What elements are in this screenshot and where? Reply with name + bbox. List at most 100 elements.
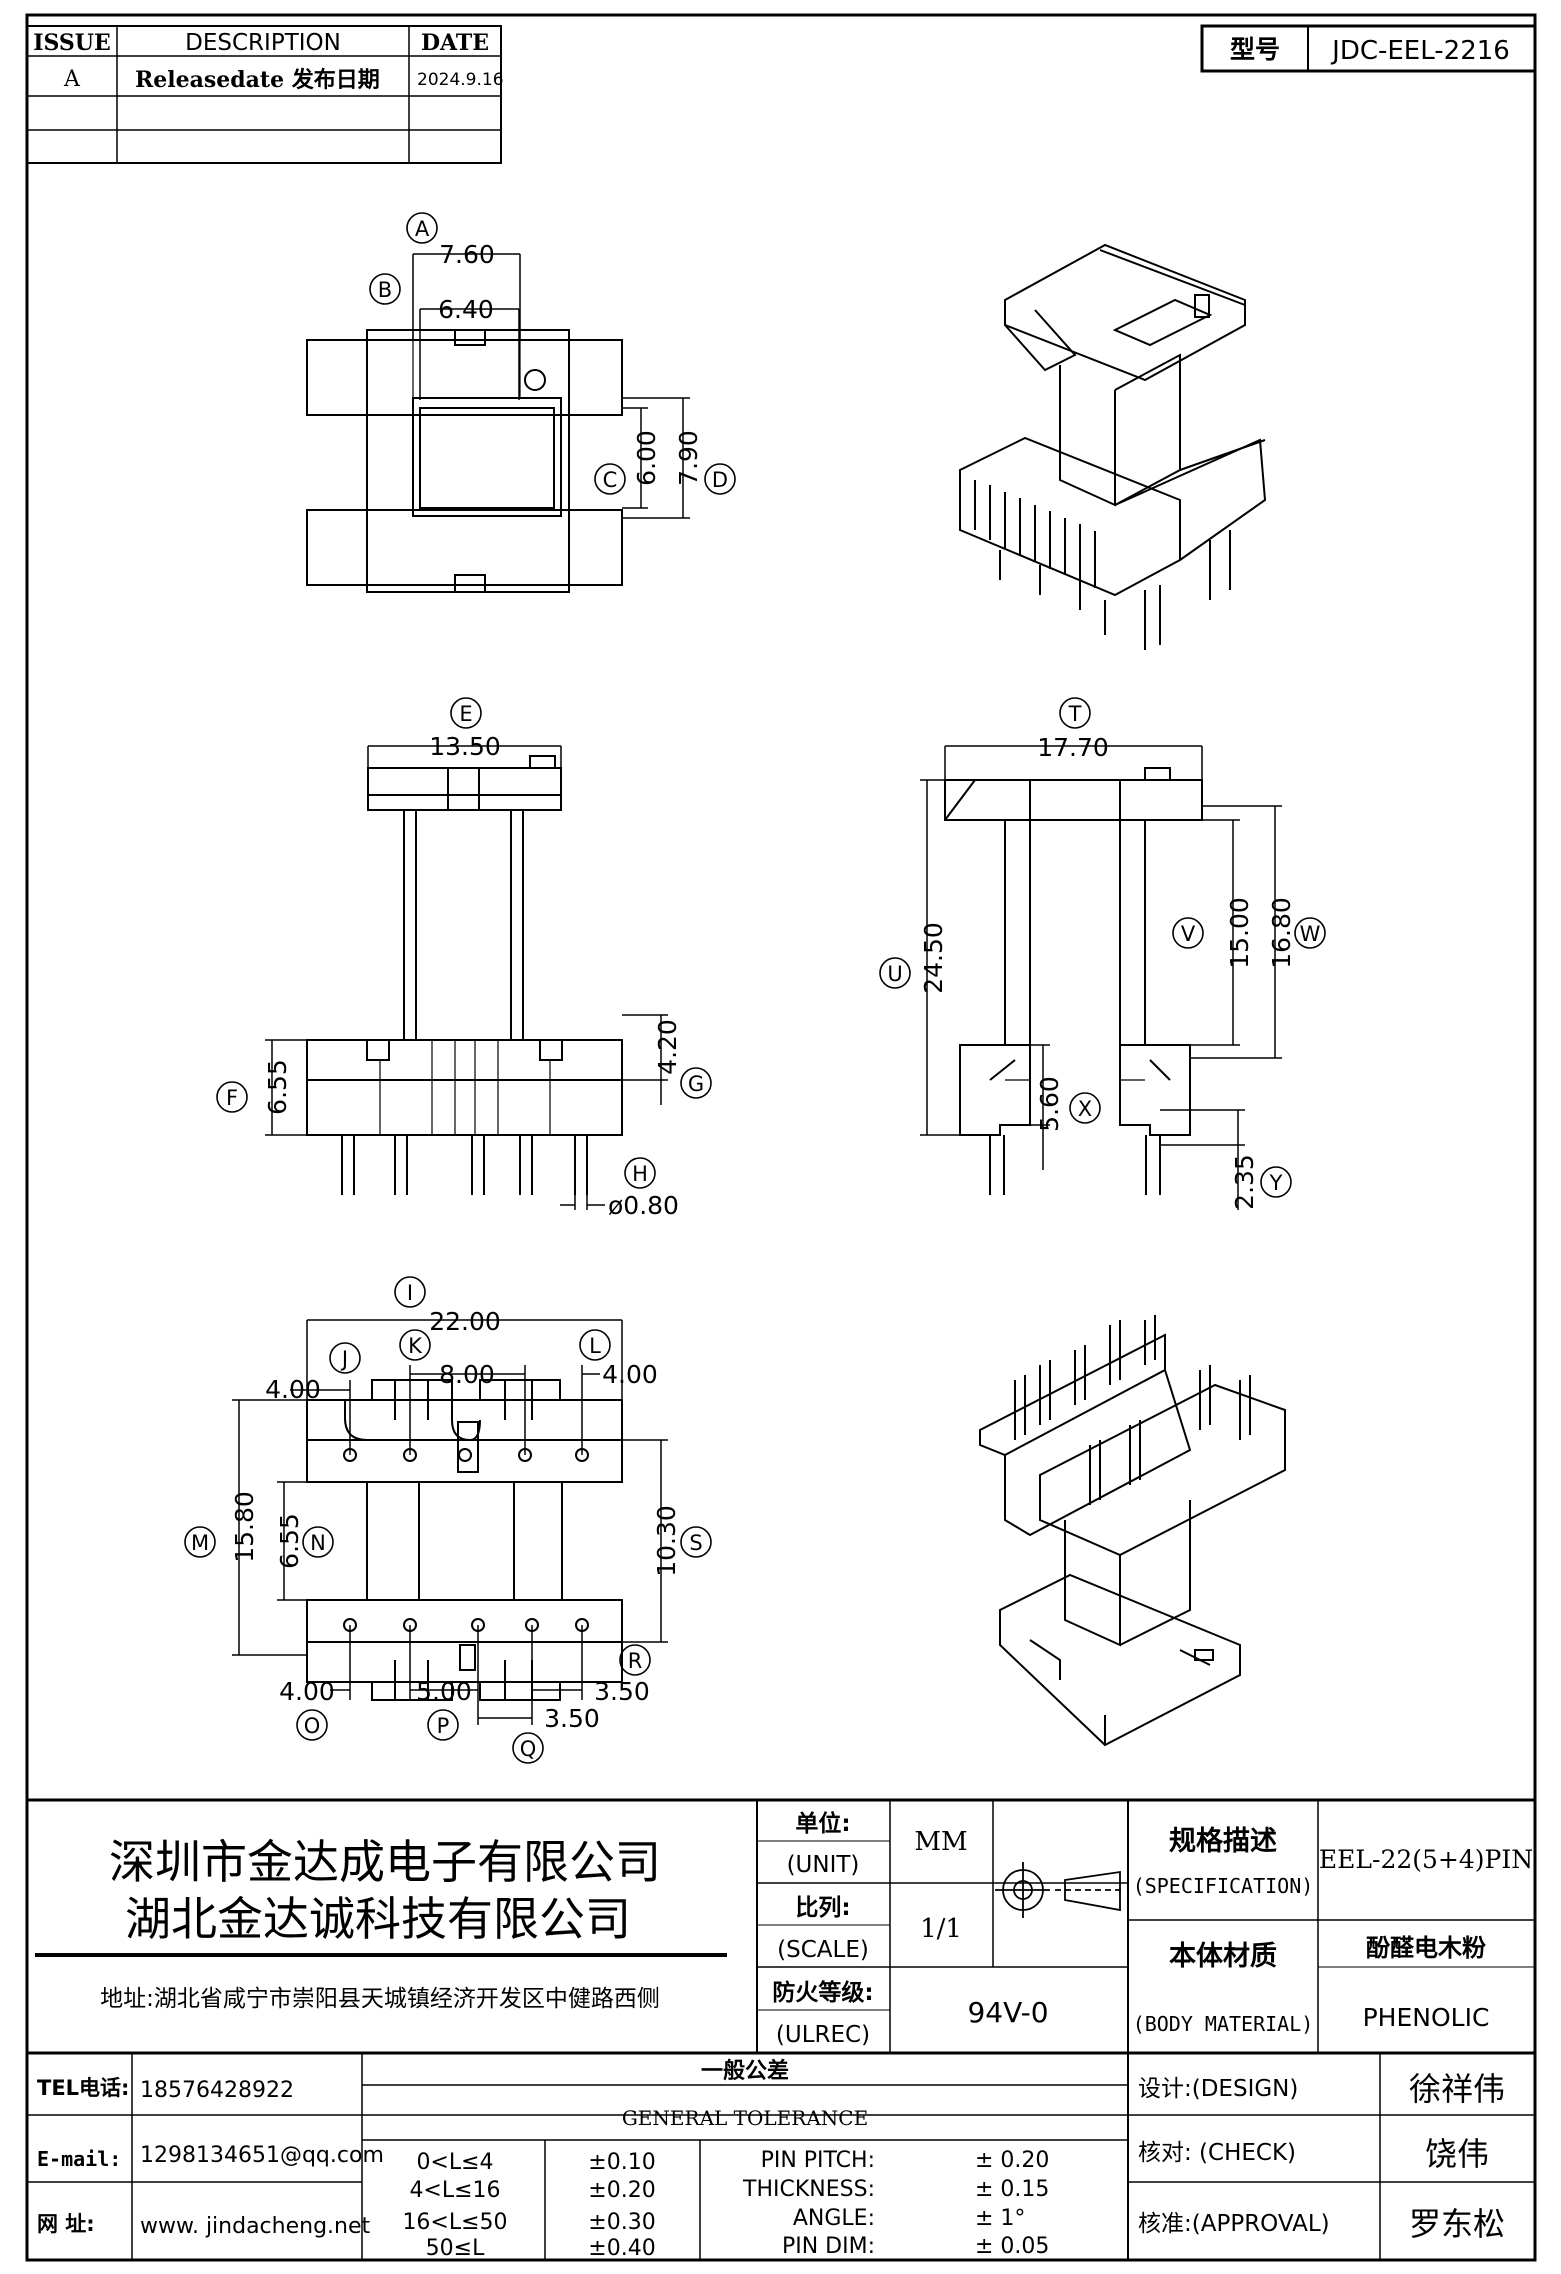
dim-bottom-o: 4.00 bbox=[279, 1677, 335, 1706]
sheet-border bbox=[25, 13, 1537, 2262]
front-view-dims bbox=[265, 745, 668, 1210]
item-tol-4: ± 0.05 bbox=[975, 2234, 1049, 2259]
dim-bottom-p: 5.00 bbox=[416, 1677, 472, 1706]
date-header: DATE bbox=[421, 30, 489, 56]
dim-bottom-j: 4.00 bbox=[265, 1375, 321, 1404]
tel-value: 18576428922 bbox=[140, 2078, 294, 2103]
dim-top-b: 6.40 bbox=[438, 295, 494, 324]
marker-v: V bbox=[1181, 922, 1196, 946]
dim-bottom-r: 3.50 bbox=[594, 1677, 650, 1706]
revision-table: ISSUE DESCRIPTION DATE A Releasedate 发布日… bbox=[26, 25, 504, 164]
unit-label-en: (UNIT) bbox=[787, 1852, 860, 1878]
scale-label-en: (SCALE) bbox=[777, 1937, 869, 1963]
marker-x: X bbox=[1078, 1097, 1092, 1121]
marker-l: L bbox=[589, 1334, 601, 1358]
dim-front-e: 13.50 bbox=[429, 732, 501, 761]
scale-label-cn: 比列: bbox=[795, 1895, 850, 1921]
marker-d: D bbox=[712, 468, 728, 492]
dim-front-f: 6.55 bbox=[263, 1059, 292, 1115]
side-view-dims bbox=[920, 745, 1282, 1210]
web-label: 网 址: bbox=[37, 2212, 95, 2236]
ulrec-label-en: (ULREC) bbox=[776, 2022, 870, 2048]
email-value: 1298134651@qq.com bbox=[140, 2143, 384, 2168]
web-value: www. jindacheng.net bbox=[140, 2214, 371, 2239]
dim-bottom-m: 15.80 bbox=[230, 1491, 259, 1563]
item-tol-3: ± 1° bbox=[975, 2206, 1025, 2231]
range-row-2: 4<L≤16 bbox=[409, 2178, 500, 2203]
range-row-4: 50≤L bbox=[426, 2236, 485, 2261]
item-row-3: ANGLE: bbox=[793, 2206, 875, 2231]
unit-value: MM bbox=[914, 1827, 967, 1857]
marker-b: B bbox=[378, 278, 392, 302]
marker-e: E bbox=[459, 702, 472, 726]
range-tol-1: ±0.10 bbox=[588, 2150, 655, 2175]
material-label-en: (BODY MATERIAL) bbox=[1133, 2012, 1314, 2036]
company-name-2: 湖北金达诚科技有限公司 bbox=[125, 1892, 631, 1946]
email-label: E-mail: bbox=[37, 2147, 121, 2171]
marker-y: Y bbox=[1269, 1171, 1283, 1195]
marker-a: A bbox=[415, 217, 430, 241]
marker-c: C bbox=[603, 468, 618, 492]
marker-s: S bbox=[689, 1531, 702, 1555]
isometric-view-bottom bbox=[979, 1315, 1286, 1747]
side-view bbox=[944, 767, 1203, 1195]
model-value: JDC-EEL-2216 bbox=[1330, 36, 1510, 66]
dim-bottom-i: 22.00 bbox=[429, 1307, 501, 1336]
company-address: 地址:湖北省咸宁市崇阳县天城镇经济开发区中健路西侧 bbox=[100, 1986, 660, 2012]
item-row-4: PIN DIM: bbox=[782, 2234, 875, 2259]
dim-side-w: 16.80 bbox=[1267, 897, 1296, 969]
marker-o: O bbox=[304, 1714, 321, 1738]
marker-i: I bbox=[407, 1281, 413, 1305]
marker-r: R bbox=[628, 1649, 643, 1673]
item-row-2: THICKNESS: bbox=[742, 2177, 875, 2202]
dim-side-v: 15.00 bbox=[1225, 897, 1254, 969]
design-value: 徐祥伟 bbox=[1409, 2070, 1505, 2108]
dim-top-d: 7.90 bbox=[674, 430, 703, 486]
title-block-frame bbox=[27, 1798, 1535, 2260]
check-label: 核对: (CHECK) bbox=[1138, 2140, 1296, 2166]
marker-k: K bbox=[408, 1334, 423, 1358]
ulrec-value: 94V-0 bbox=[967, 1996, 1048, 2029]
marker-h: H bbox=[632, 1162, 648, 1186]
projection-symbol-icon bbox=[995, 1862, 1125, 1918]
marker-m: M bbox=[191, 1531, 209, 1555]
company-name-1: 深圳市金达成电子有限公司 bbox=[109, 1835, 661, 1889]
dim-bottom-s: 10.30 bbox=[652, 1505, 681, 1577]
marker-q: Q bbox=[520, 1737, 537, 1761]
bottom-view-dims bbox=[232, 1319, 668, 1725]
model-box: 型号 JDC-EEL-2216 bbox=[1200, 24, 1537, 73]
unit-label-cn: 单位: bbox=[795, 1810, 850, 1837]
range-tol-3: ±0.30 bbox=[588, 2210, 655, 2235]
spec-label-en: (SPECIFICATION) bbox=[1133, 1874, 1314, 1898]
front-view bbox=[306, 755, 623, 1195]
spec-value: EEL-22(5+4)PIN bbox=[1319, 1845, 1533, 1874]
range-row-3: 16<L≤50 bbox=[402, 2210, 507, 2235]
model-label: 型号 bbox=[1230, 35, 1280, 64]
isometric-view-top bbox=[959, 243, 1267, 650]
dim-side-y: 2.35 bbox=[1230, 1154, 1259, 1210]
description-value: Releasedate 发布日期 bbox=[135, 67, 380, 93]
dim-bottom-k: 8.00 bbox=[439, 1360, 495, 1389]
scale-value: 1/1 bbox=[920, 1914, 962, 1944]
dim-bottom-n: 6.55 bbox=[275, 1513, 304, 1569]
dim-top-c: 6.00 bbox=[632, 430, 661, 486]
item-tol-2: ± 0.15 bbox=[975, 2177, 1049, 2202]
dim-top-a: 7.60 bbox=[439, 240, 495, 269]
marker-g: G bbox=[688, 1072, 704, 1096]
material-label-cn: 本体材质 bbox=[1169, 1941, 1277, 1972]
range-row-1: 0<L≤4 bbox=[416, 2150, 493, 2175]
marker-t: T bbox=[1068, 702, 1082, 726]
dim-bottom-q: 3.50 bbox=[544, 1704, 600, 1733]
approval-value: 罗东松 bbox=[1409, 2205, 1505, 2243]
marker-f: F bbox=[226, 1086, 238, 1110]
item-row-1: PIN PITCH: bbox=[761, 2148, 875, 2173]
marker-w: W bbox=[1300, 922, 1321, 946]
material-value-cn: 酚醛电木粉 bbox=[1366, 1934, 1486, 1962]
dim-front-h: ø0.80 bbox=[608, 1191, 679, 1220]
range-tol-2: ±0.20 bbox=[588, 2178, 655, 2203]
approval-label: 核准:(APPROVAL) bbox=[1138, 2211, 1330, 2237]
range-tol-4: ±0.40 bbox=[588, 2236, 655, 2261]
item-tol-1: ± 0.20 bbox=[975, 2148, 1049, 2173]
dim-side-x: 5.60 bbox=[1035, 1076, 1064, 1132]
